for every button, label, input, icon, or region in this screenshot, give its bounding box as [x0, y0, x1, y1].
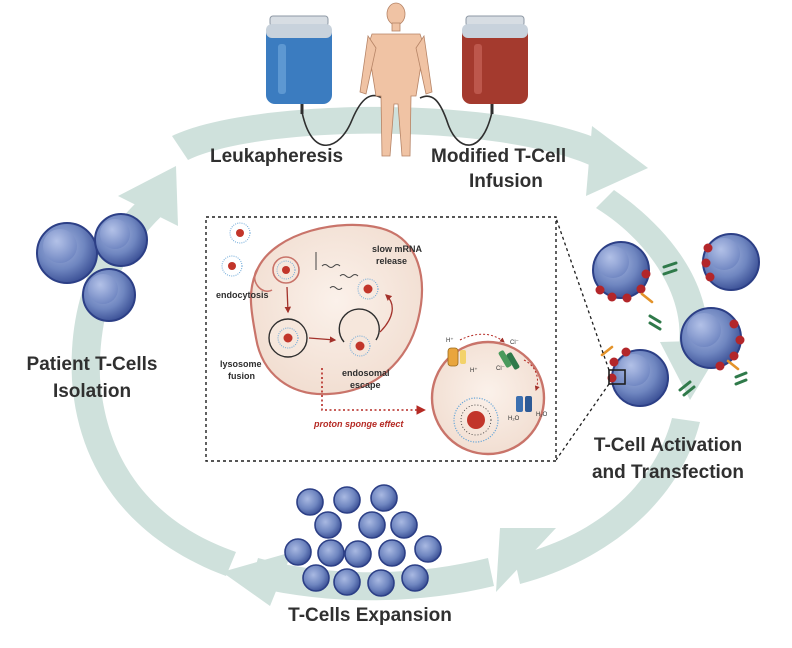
- proton-label-inner: H⁺: [470, 367, 478, 374]
- proton-sponge-label: proton sponge effect: [313, 419, 404, 429]
- t-cell-icon: [680, 307, 745, 371]
- escape-label-line2: escape: [350, 380, 381, 390]
- nanoparticle-icon: [221, 222, 251, 277]
- infusion-label-line1: Modified T-Cell: [431, 146, 566, 167]
- activation-label-line1: T-Cell Activation: [594, 435, 742, 456]
- endosome-vesicle-right: [338, 308, 380, 357]
- activation-cells: [592, 233, 760, 407]
- ring-arrowhead-bottom: [222, 552, 292, 606]
- water-label: H₂O: [536, 412, 548, 418]
- proton-sponge-arrow: [321, 368, 426, 415]
- proton-label: H⁺: [446, 337, 454, 344]
- ring-segment-top: [172, 106, 622, 172]
- isolated-t-cells: [36, 213, 148, 322]
- t-cell-icon: [414, 535, 442, 563]
- t-cell-icon: [36, 222, 98, 284]
- aquaporin-icon: [516, 396, 532, 412]
- zoom-lines: [555, 217, 610, 461]
- isolation-label-line1: Patient T-Cells: [27, 354, 158, 375]
- water-label-inner: H₂O: [508, 416, 520, 422]
- endosome-zoom: H⁺ H⁺ Cl⁻ Cl⁻ H₂O H₂O: [430, 333, 548, 456]
- mrna-strands: [315, 252, 359, 290]
- t-cell-icon: [314, 511, 342, 539]
- activation-label-line2: and Transfection: [592, 462, 744, 483]
- isolation-label-line2: Isolation: [53, 381, 131, 402]
- t-cell-icon: [317, 539, 345, 567]
- t-cell-icon: [296, 488, 324, 516]
- antibody-icon: [648, 261, 748, 397]
- t-cell-icon: [344, 540, 372, 568]
- t-cell-icon: [607, 347, 669, 407]
- endocytosis-label: endocytosis: [216, 290, 269, 300]
- slow-release-label-line1: slow mRNA: [372, 244, 423, 254]
- lysosome-label-line2: fusion: [228, 371, 255, 381]
- chloride-label-inner: Cl⁻: [496, 366, 505, 372]
- t-cell-icon: [94, 213, 148, 267]
- budding-vesicle: [272, 256, 300, 284]
- t-cell-icon: [367, 569, 395, 597]
- expansion-label: T-Cells Expansion: [288, 605, 452, 626]
- released-nanoparticle: [357, 278, 379, 300]
- endosome-vesicle-left: [268, 318, 308, 358]
- ring-arrowhead-top: [586, 126, 648, 196]
- ion-arrows: [459, 333, 540, 391]
- chloride-label: Cl⁻: [510, 340, 519, 346]
- iv-tube: [300, 94, 494, 146]
- escape-label-line1: endosomal: [342, 368, 390, 378]
- human-figure-icon: [359, 2, 433, 157]
- chloride-channel-icon: [498, 350, 520, 370]
- ring-segment-right: [596, 190, 708, 358]
- pathway-arrows: [284, 286, 393, 343]
- lysosome-label-line1: lysosome: [220, 359, 262, 369]
- ring-arrowhead-left: [118, 166, 178, 226]
- t-cell-icon: [401, 564, 429, 592]
- infusion-label-line2: Infusion: [469, 171, 543, 192]
- nanoparticle-icon: [453, 397, 499, 443]
- t-cell-icon: [358, 511, 386, 539]
- ring-arrowhead-lower-right: [496, 528, 556, 592]
- t-cell-icon: [82, 268, 136, 322]
- t-cell-icon: [378, 539, 406, 567]
- leukapheresis-bag-icon: [266, 15, 332, 104]
- magnifier-box-icon: [608, 369, 626, 385]
- expanding-t-cells: [284, 484, 442, 597]
- t-cell-icon: [284, 538, 312, 566]
- t-cell-icon: [370, 484, 398, 512]
- infusion-bag-icon: [462, 15, 528, 104]
- t-cell-icon: [302, 564, 330, 592]
- t-cell-icon: [333, 486, 361, 514]
- proton-pump-icon: [447, 347, 466, 367]
- ring-segment-lower-right: [514, 418, 700, 584]
- t-cell-icon: [701, 233, 760, 291]
- slow-release-label-line2: release: [376, 256, 407, 266]
- t-cell-icon: [390, 511, 418, 539]
- t-cell-icon: [333, 568, 361, 596]
- t-cell-icon: [592, 241, 651, 303]
- leukapheresis-label: Leukapheresis: [210, 146, 343, 167]
- antibody-link-icon: [600, 292, 740, 371]
